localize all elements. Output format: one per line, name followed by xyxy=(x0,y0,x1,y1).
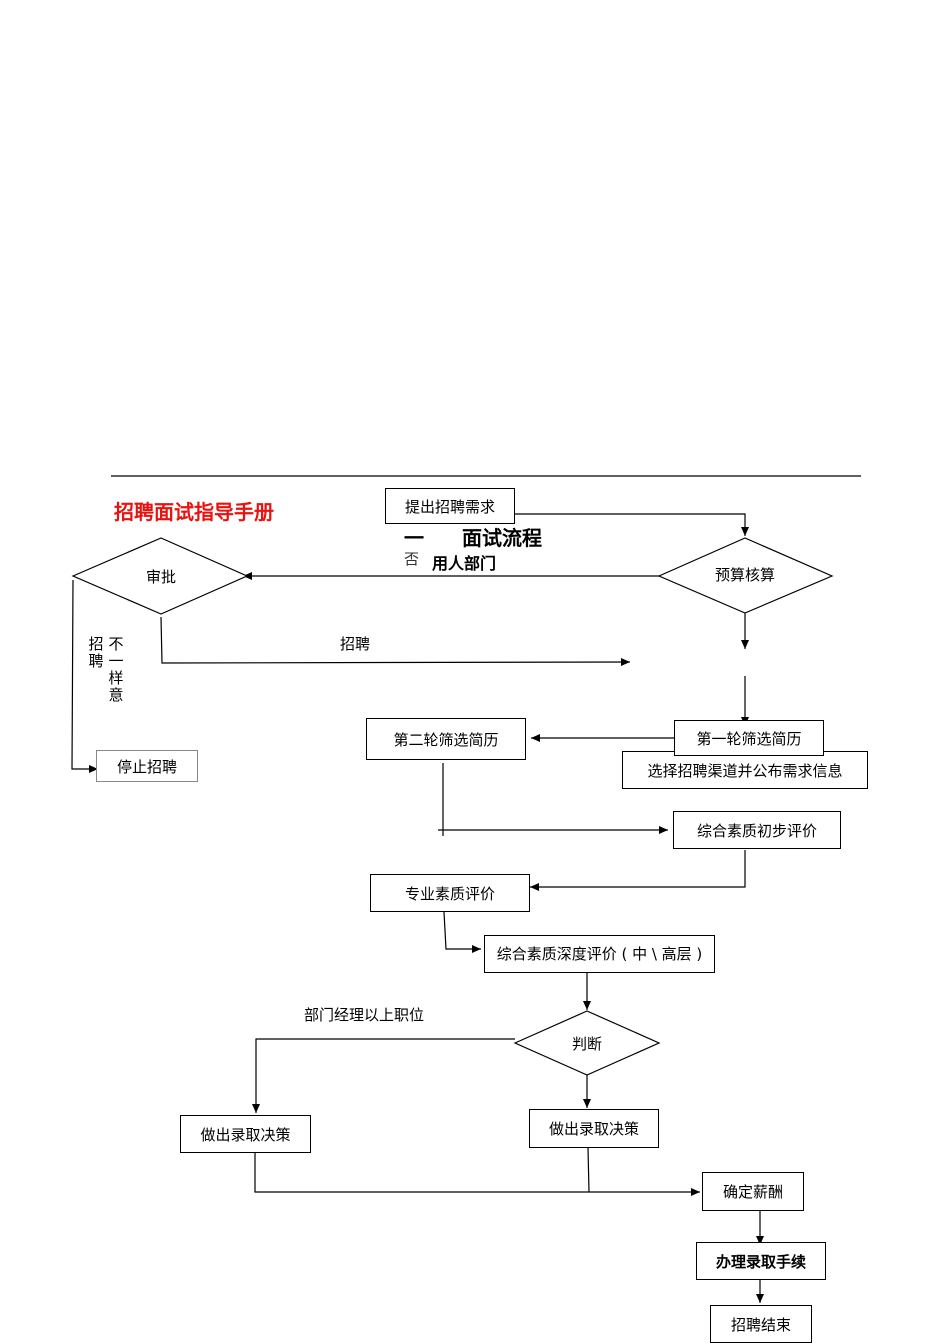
decide-right-node: 做出录取决策 xyxy=(529,1109,659,1148)
dept-label: 用人部门 xyxy=(432,554,497,573)
arrow-judge-to-decide-left xyxy=(252,1038,515,1113)
budget-node-label: 预算核算 xyxy=(714,566,775,584)
recruit-label: 招聘 xyxy=(340,635,371,653)
stop-node: 停止招聘 xyxy=(96,750,198,782)
general-deep-node: 综合素质深度评价 ( 中 \ 高层 ) xyxy=(484,935,715,973)
approve-node-label: 审批 xyxy=(145,568,176,586)
arrow-propose-to-budget xyxy=(515,513,749,536)
first-screen-node: 第一轮筛选简历 xyxy=(674,720,824,756)
manager-above-label: 部门经理以上职位 xyxy=(304,1006,425,1024)
judge-diamond xyxy=(513,1010,661,1076)
no-label: 否 xyxy=(404,550,420,568)
disagree-label-b: 不一样意 xyxy=(108,635,124,704)
section-number: 一 xyxy=(404,526,424,550)
professional-node: 专业素质评价 xyxy=(370,874,530,912)
approve-diamond xyxy=(71,537,249,615)
arrow-approve-to-stop xyxy=(71,579,98,773)
channel-node: 选择招聘渠道并公布需求信息 xyxy=(622,751,868,789)
section-title: 面试流程 xyxy=(462,526,542,550)
budget-diamond xyxy=(657,537,834,614)
propose-node: 提出招聘需求 xyxy=(385,488,515,524)
decide-left-node: 做出录取决策 xyxy=(180,1115,311,1153)
disagree-label-a: 招聘 xyxy=(88,635,104,670)
arrow-decide-to-salary xyxy=(254,1152,700,1196)
arrow-init-to-professional xyxy=(530,850,746,891)
second-screen-node: 第二轮筛选简历 xyxy=(366,718,526,760)
onboard-node: 办理录取手续 xyxy=(696,1242,826,1280)
arrow-approve-to-recruit xyxy=(160,616,631,667)
manual-title: 招聘面试指导手册 xyxy=(114,500,274,524)
general-init-node: 综合素质初步评价 xyxy=(673,811,841,849)
arrow-professional-to-deep xyxy=(443,911,481,953)
end-node: 招聘结束 xyxy=(710,1305,812,1343)
line-decide-right-down xyxy=(587,1147,590,1193)
judge-node-label: 判断 xyxy=(571,1035,602,1053)
salary-node: 确定薪酬 xyxy=(702,1172,804,1211)
